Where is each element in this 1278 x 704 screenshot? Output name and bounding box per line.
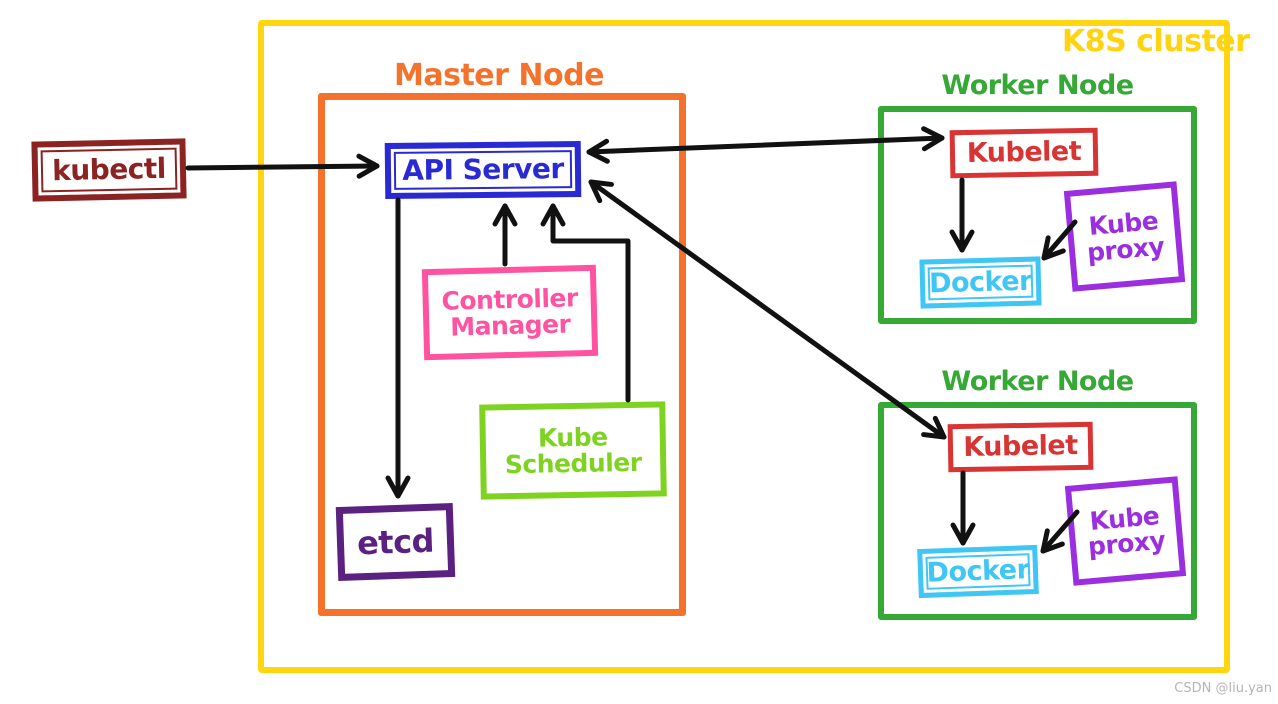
k8s-cluster-box [258, 20, 1230, 673]
controller-manager-box: Controller Manager [421, 264, 599, 361]
api-server-label: API Server [402, 151, 564, 187]
kube-scheduler-label-line2: Scheduler [504, 447, 642, 479]
api-server-box: API Server [384, 140, 582, 200]
worker1-docker-label: Docker [928, 265, 1033, 300]
etcd-label: etcd [356, 521, 435, 563]
worker2-kube-proxy-label-line2: proxy [1086, 525, 1167, 562]
worker2-kubelet-label: Kubelet [963, 430, 1078, 464]
worker1-kubelet-box: Kubelet [949, 127, 1099, 179]
worker-node-2-box [878, 402, 1197, 620]
worker1-kubelet-label: Kubelet [966, 136, 1082, 170]
worker2-kubelet-box: Kubelet [947, 421, 1094, 473]
worker2-kube-proxy-box: Kube proxy [1064, 476, 1187, 586]
k8s-cluster-label: K8S cluster [1062, 24, 1250, 59]
kube-scheduler-box: Kube Scheduler [479, 401, 667, 500]
kubectl-label: kubectl [51, 151, 167, 187]
worker2-docker-label: Docker [926, 553, 1030, 589]
worker1-kube-proxy-box: Kube proxy [1063, 181, 1186, 292]
master-node-label: Master Node [394, 58, 604, 93]
controller-manager-label-line2: Manager [449, 308, 571, 342]
etcd-box: etcd [335, 502, 456, 582]
worker-node-2-label: Worker Node [941, 366, 1134, 397]
worker1-docker-box: Docker [919, 256, 1042, 309]
worker2-docker-box: Docker [917, 544, 1039, 599]
worker1-kube-proxy-label-line2: proxy [1085, 231, 1166, 267]
watermark: CSDN @liu.yan [1174, 681, 1272, 696]
worker-node-1-label: Worker Node [941, 70, 1134, 101]
kube-scheduler-label-line1: Kube [537, 422, 608, 453]
kubectl-box: kubectl [31, 138, 187, 202]
